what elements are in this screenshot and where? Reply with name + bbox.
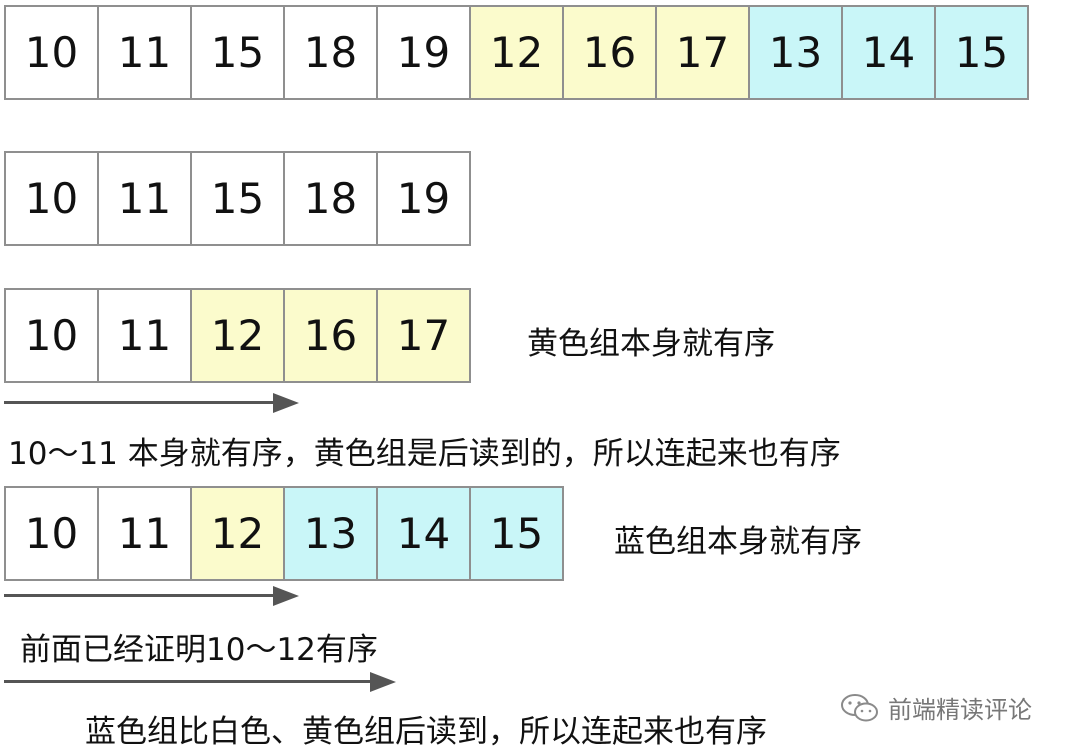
number-cell-blue: 14 xyxy=(376,486,471,581)
note-10-11-label: 10～11 本身就有序，黄色组是后读到的，所以连起来也有序 xyxy=(8,436,841,472)
number-cell-white: 18 xyxy=(283,151,378,246)
number-cell-white: 19 xyxy=(376,5,471,100)
number-cell-white: 10 xyxy=(4,486,99,581)
number-cell-white: 11 xyxy=(97,5,192,100)
watermark-text: 前端精读评论 xyxy=(888,696,1032,724)
number-cell-white: 18 xyxy=(283,5,378,100)
number-cell-yellow: 16 xyxy=(562,5,657,100)
number-cell-blue: 13 xyxy=(748,5,843,100)
number-cell-yellow: 17 xyxy=(376,288,471,383)
number-cell-white: 10 xyxy=(4,151,99,246)
number-cell-white: 19 xyxy=(376,151,471,246)
number-cell-white: 11 xyxy=(97,288,192,383)
number-cell-blue: 15 xyxy=(934,5,1029,100)
watermark: 前端精读评论 xyxy=(840,690,1032,725)
arrow-10-15 xyxy=(4,672,396,692)
number-cell-white: 15 xyxy=(190,5,285,100)
number-cell-yellow: 16 xyxy=(283,288,378,383)
number-cell-blue: 15 xyxy=(469,486,564,581)
arrow-10-11 xyxy=(4,393,299,413)
number-cell-yellow: 17 xyxy=(655,5,750,100)
wechat-icon xyxy=(841,693,878,721)
number-cell-white: 15 xyxy=(190,151,285,246)
arrow-10-12 xyxy=(4,586,299,606)
number-cell-yellow: 12 xyxy=(190,486,285,581)
number-cell-yellow: 12 xyxy=(469,5,564,100)
number-cell-yellow: 12 xyxy=(190,288,285,383)
number-cell-blue: 14 xyxy=(841,5,936,100)
yellow-sorted-label: 黄色组本身就有序 xyxy=(527,326,775,362)
number-cell-blue: 13 xyxy=(283,486,378,581)
number-cell-white: 10 xyxy=(4,5,99,100)
blue-sorted-label: 蓝色组本身就有序 xyxy=(614,524,862,560)
number-cell-white: 10 xyxy=(4,288,99,383)
number-cell-white: 11 xyxy=(97,151,192,246)
note-blue-label: 蓝色组比白色、黄色组后读到，所以连起来也有序 xyxy=(85,714,767,750)
note-10-12-label: 前面已经证明10～12有序 xyxy=(20,632,378,668)
number-cell-white: 11 xyxy=(97,486,192,581)
